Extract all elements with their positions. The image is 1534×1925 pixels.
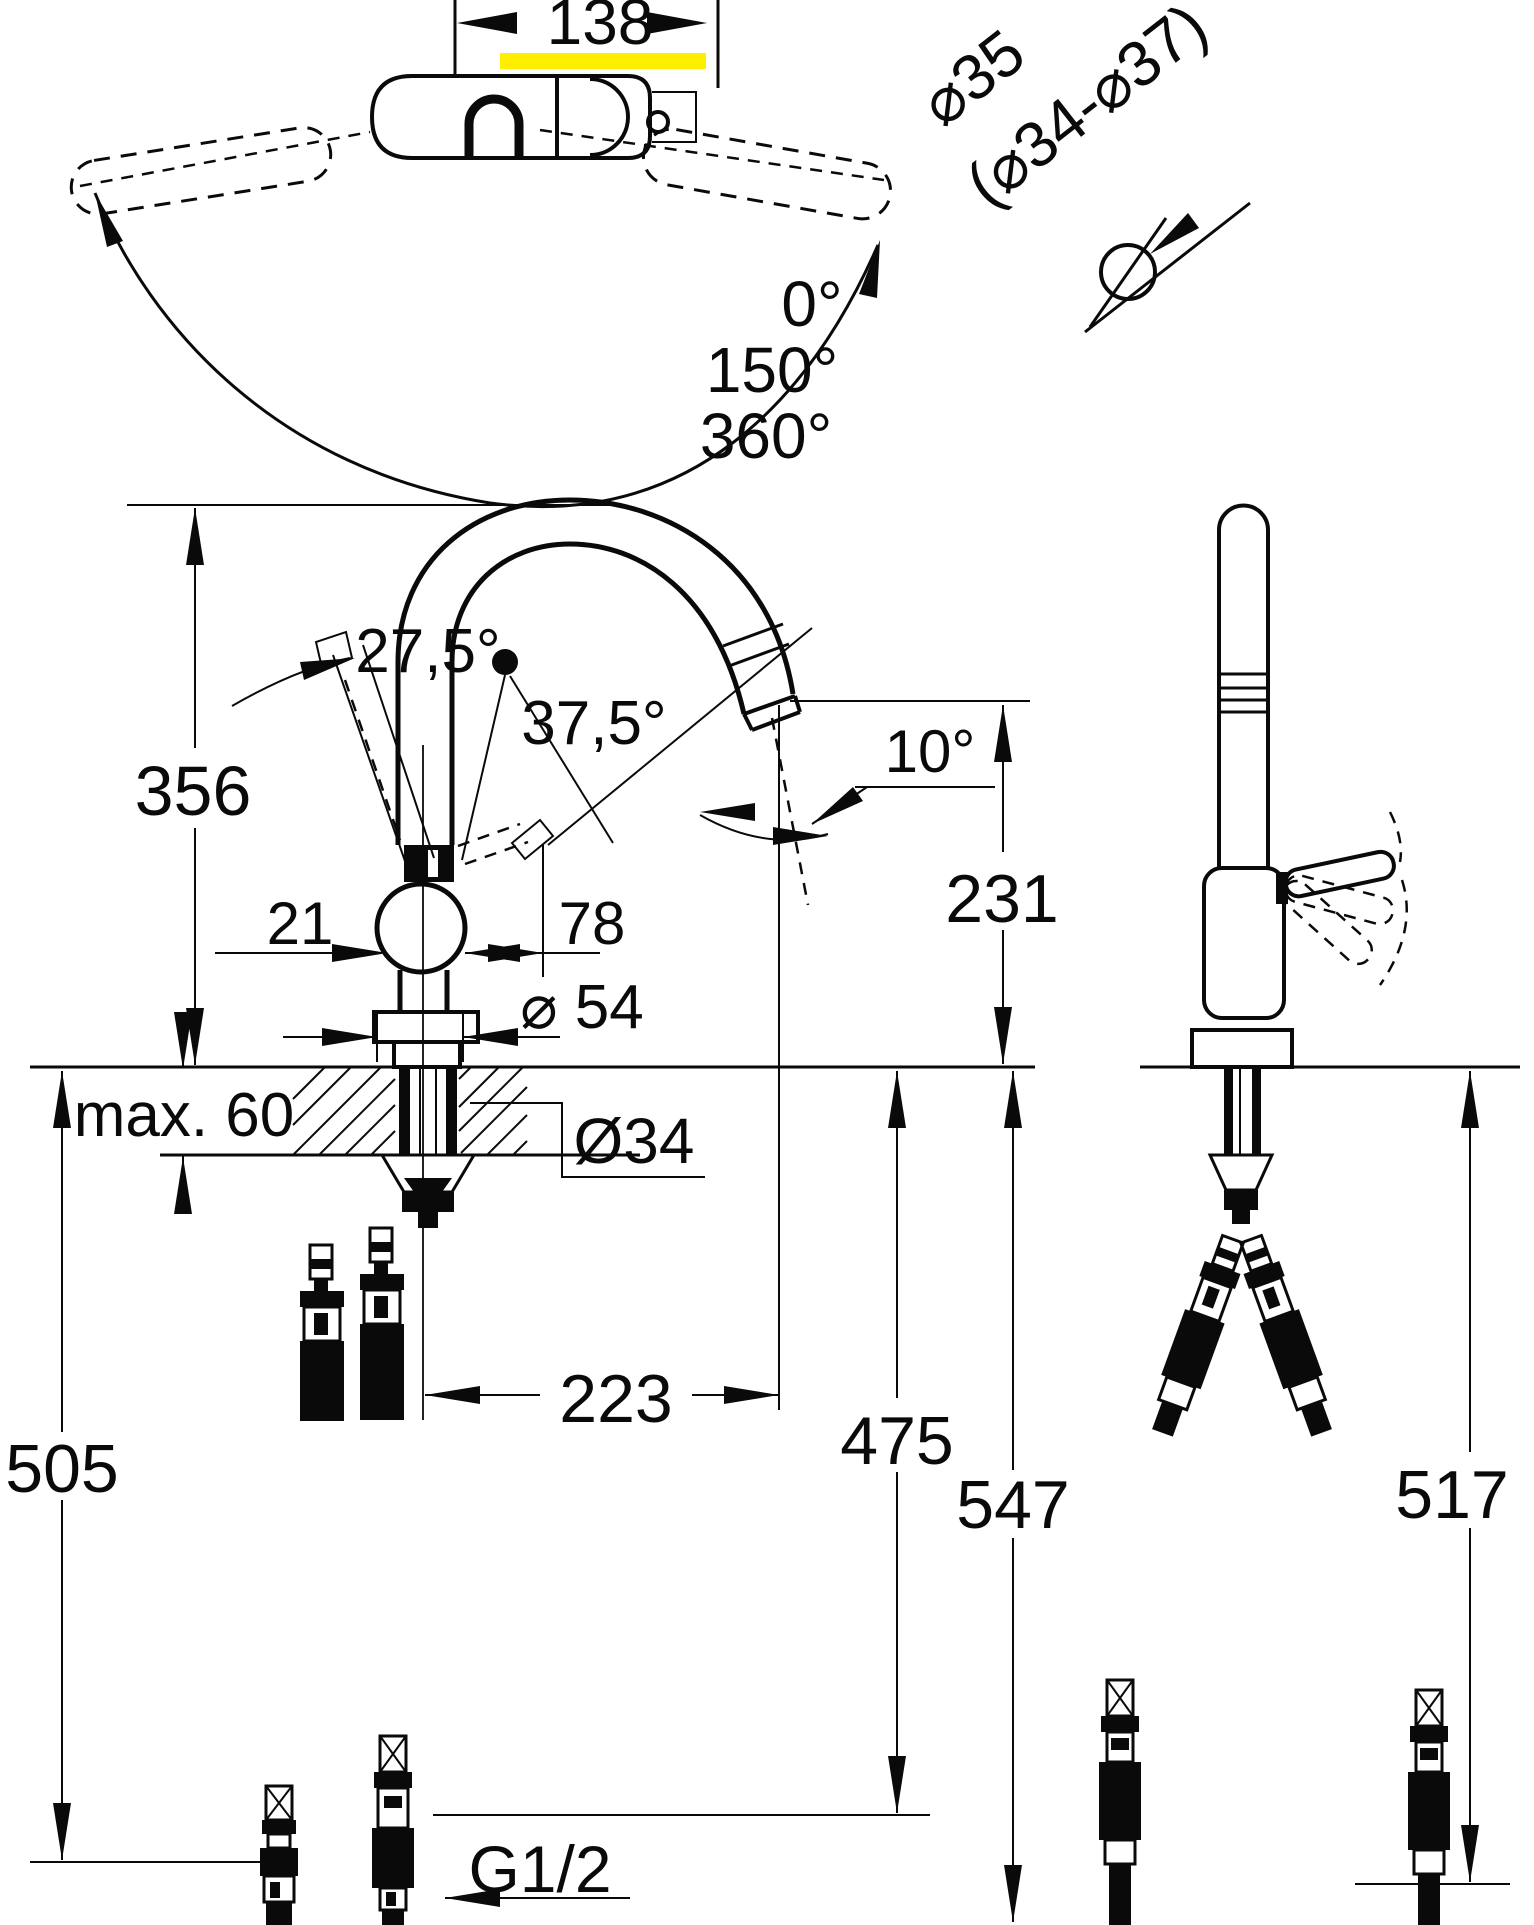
dimension-arrows (53, 12, 1479, 1922)
mounting-hole-detail (1084, 201, 1251, 334)
side-hose-right (1238, 1233, 1332, 1437)
lever-angle-max-label: 37,5° (521, 689, 666, 758)
dim-deck-thickness-label: max. 60 (74, 1081, 295, 1150)
highlight-bar (500, 53, 706, 69)
dim-547-label: 547 (956, 1467, 1069, 1543)
side-hose-left (1152, 1233, 1246, 1437)
front-view (231, 497, 813, 1420)
dim-475-label: 475 (840, 1403, 953, 1479)
dim-21-label: 21 (267, 890, 334, 957)
dim-height-label: 356 (135, 752, 252, 830)
swivel-angle-150-label: 150° (706, 334, 838, 406)
lever-angle-open-label: 27,5° (355, 617, 500, 686)
dim-505-label: 505 (5, 1431, 118, 1507)
hatching (292, 1066, 528, 1156)
plan-view (69, 74, 893, 509)
dim-outlet-height-label: 231 (945, 861, 1058, 937)
dim-spout-width-label: 138 (547, 0, 654, 58)
dim-517-label: 517 (1395, 1457, 1508, 1533)
dimension-lines (30, 0, 1510, 1922)
dim-reach-label: 223 (559, 1361, 672, 1437)
dim-base-diameter-label: ⌀ 54 (520, 973, 644, 1042)
front-supply-hoses (260, 1226, 414, 1925)
dim-78-label: 78 (559, 890, 626, 957)
thread-size-label: G1/2 (468, 1832, 611, 1906)
side-view (1099, 503, 1520, 1925)
outlet-tilt-label: 10° (885, 718, 976, 785)
swivel-angle-360-label: 360° (700, 400, 832, 472)
swivel-angle-0-label: 0° (781, 268, 842, 340)
dim-shank-diameter-label: Ø34 (574, 1105, 695, 1177)
countertop-section (30, 1065, 1035, 1157)
